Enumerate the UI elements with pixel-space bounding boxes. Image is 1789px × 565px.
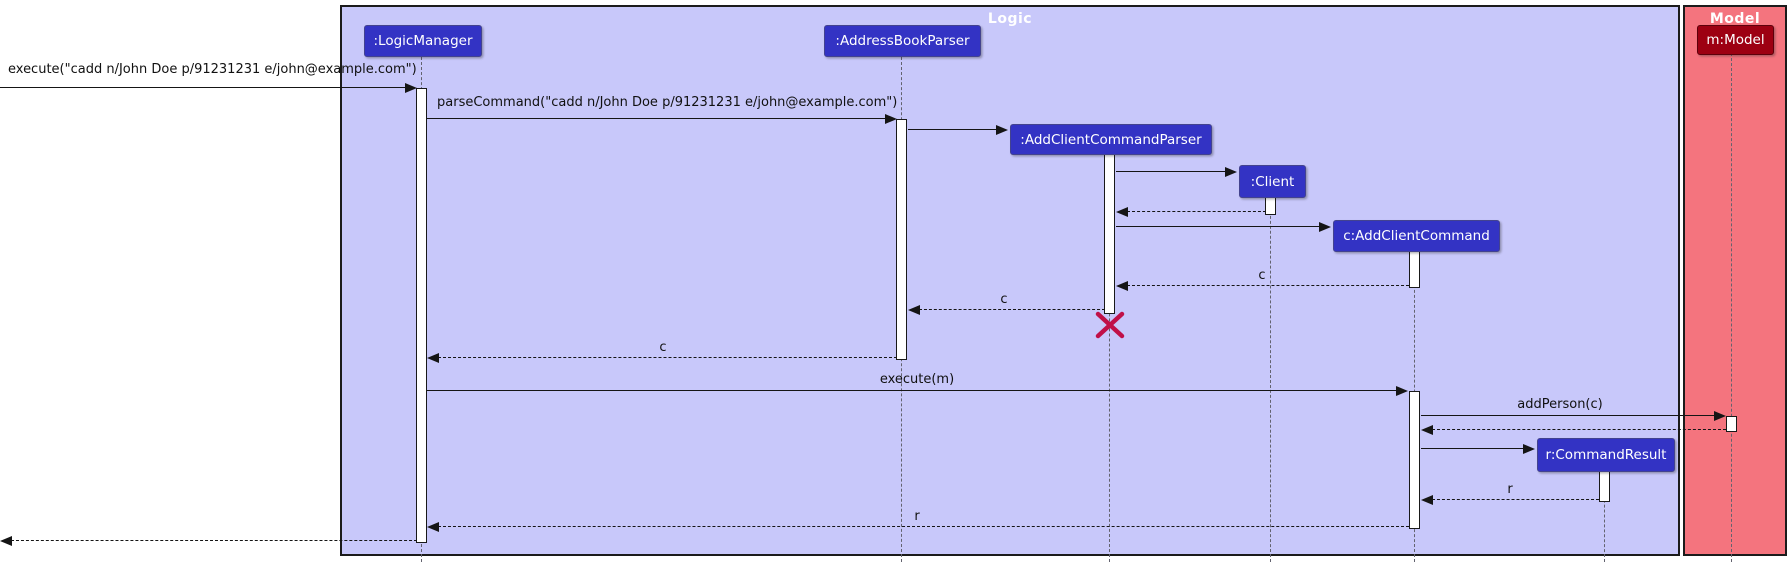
- participant-add-client-command-parser-label: :AddClientCommandParser: [1020, 131, 1202, 148]
- arrowhead-icon: [0, 536, 12, 546]
- activation-model: [1726, 416, 1737, 432]
- message-return-c2-line: [919, 309, 1105, 310]
- arrowhead-icon: [405, 83, 417, 93]
- arrowhead-icon: [1225, 167, 1237, 177]
- message-return-r1-label: r: [1507, 482, 1513, 497]
- lifeline-command-result: [1604, 470, 1605, 562]
- participant-logic-manager-label: :LogicManager: [373, 33, 473, 49]
- message-execute-m-line: [427, 390, 1398, 391]
- activation-command-result: [1599, 470, 1610, 502]
- message-create-client-line: [1116, 171, 1226, 172]
- participant-model-label: m:Model: [1706, 32, 1765, 48]
- arrowhead-icon: [427, 353, 439, 363]
- arrowhead-icon: [1396, 386, 1408, 396]
- message-return-c1-line: [1127, 285, 1409, 286]
- arrowhead-icon: [1319, 222, 1331, 232]
- message-return-r2-label: r: [914, 509, 920, 524]
- participant-add-client-command-parser: :AddClientCommandParser: [1010, 124, 1212, 155]
- message-client-return-line: [1127, 211, 1266, 212]
- participant-model: m:Model: [1697, 25, 1774, 55]
- model-frame: Model: [1683, 5, 1787, 556]
- message-execute-request-line: [0, 87, 407, 88]
- message-execute-m-label: execute(m): [879, 372, 955, 387]
- participant-address-book-parser-label: :AddressBookParser: [835, 33, 970, 49]
- participant-command-result-label: r:CommandResult: [1545, 447, 1667, 463]
- activation-address-book-parser: [896, 119, 907, 360]
- message-return-r1-line: [1432, 499, 1599, 500]
- message-return-c2-label: c: [1000, 292, 1008, 307]
- participant-add-client-command: c:AddClientCommand: [1333, 220, 1500, 252]
- participant-client-label: :Client: [1250, 173, 1295, 190]
- participant-command-result: r:CommandResult: [1537, 438, 1675, 472]
- arrowhead-icon: [885, 114, 897, 124]
- message-model-return-line: [1432, 429, 1726, 430]
- message-return-r2-line: [438, 526, 1409, 527]
- message-parse-command-line: [427, 118, 887, 119]
- model-frame-title: Model: [1709, 11, 1761, 27]
- logic-frame-title: Logic: [987, 11, 1033, 27]
- destroy-x-icon: [1095, 311, 1125, 343]
- arrowhead-icon: [1116, 281, 1128, 291]
- participant-client: :Client: [1239, 165, 1306, 198]
- logic-frame: Logic: [340, 5, 1680, 556]
- arrowhead-icon: [1714, 411, 1726, 421]
- message-create-command-line: [1116, 226, 1321, 227]
- activation-add-client-command-create: [1409, 250, 1420, 288]
- message-return-c3-label: c: [659, 340, 667, 355]
- activation-client: [1265, 196, 1276, 215]
- message-return-to-caller-line: [11, 540, 417, 541]
- activation-logic-manager: [416, 88, 427, 543]
- participant-logic-manager: :LogicManager: [364, 25, 482, 57]
- activation-add-client-command-parser: [1104, 153, 1115, 314]
- message-execute-request-label: execute("cadd n/John Doe p/91231231 e/jo…: [8, 62, 417, 77]
- arrowhead-icon: [996, 125, 1008, 135]
- message-create-parser-line: [908, 129, 998, 130]
- message-add-person-line: [1421, 415, 1716, 416]
- lifeline-add-client-command-parser: [1109, 153, 1110, 562]
- participant-add-client-command-label: c:AddClientCommand: [1343, 228, 1490, 244]
- message-return-c3-line: [438, 357, 897, 358]
- arrowhead-icon: [1421, 495, 1433, 505]
- message-add-person-label: addPerson(c): [1517, 397, 1603, 412]
- activation-add-client-command-execute: [1409, 391, 1420, 529]
- lifeline-model: [1731, 53, 1732, 562]
- arrowhead-icon: [908, 305, 920, 315]
- participant-address-book-parser: :AddressBookParser: [824, 25, 981, 57]
- message-parse-command-label: parseCommand("cadd n/John Doe p/91231231…: [437, 95, 898, 110]
- message-create-result-line: [1421, 448, 1525, 449]
- arrowhead-icon: [1116, 207, 1128, 217]
- arrowhead-icon: [1421, 425, 1433, 435]
- lifeline-client: [1270, 196, 1271, 562]
- arrowhead-icon: [427, 522, 439, 532]
- message-return-c1-label: c: [1258, 268, 1266, 283]
- arrowhead-icon: [1523, 444, 1535, 454]
